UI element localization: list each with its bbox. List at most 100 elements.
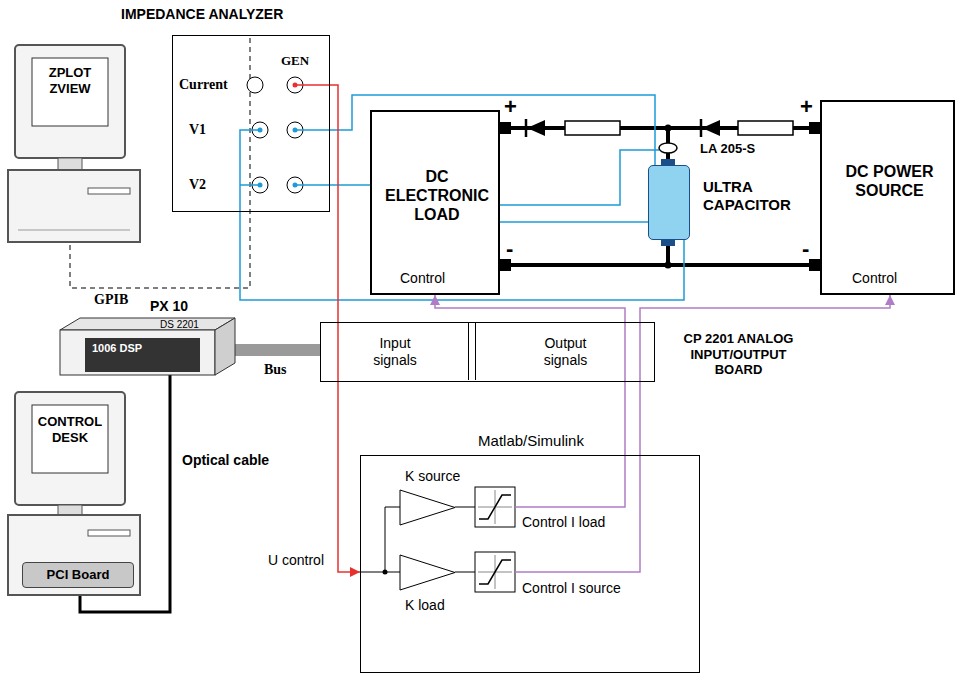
signal-name: Control I load: [522, 514, 605, 531]
model-title: Matlab/Simulink: [361, 432, 701, 450]
connector: [330, 95, 655, 165]
junction-dot: [665, 262, 672, 269]
saturation-curve: [479, 560, 511, 584]
px10-unit: PX 10DS 22011006 DSP: [60, 318, 235, 375]
saturation-block: [475, 487, 515, 527]
socket-pin: [293, 128, 298, 133]
computer: ZPLOT ZVIEW: [8, 45, 140, 245]
sense-wire: [297, 184, 330, 186]
sense-wire: [240, 184, 258, 186]
device-name: ULTRA CAPACITOR: [703, 178, 813, 214]
device-title: PX 10: [150, 298, 188, 315]
connector: [240, 212, 684, 300]
device-name: DC ELECTRONIC LOAD: [377, 167, 497, 225]
monitor-neck: [58, 505, 82, 515]
polarity-sign: -: [802, 236, 809, 262]
saturation-curve: [479, 495, 511, 519]
current-sensor: [659, 143, 677, 153]
control-wire: [515, 455, 640, 572]
input-section: Input signals: [321, 323, 469, 380]
socket-pin: [293, 183, 298, 188]
socket-pin: [258, 183, 263, 188]
gain-block: [400, 555, 455, 590]
control-port: Control: [852, 270, 897, 287]
impedance-analyzer: IMPEDANCE ANALYZERCurrentGENV1V2: [172, 35, 330, 212]
computer-base: [8, 515, 140, 595]
sense-wire: [240, 130, 258, 212]
terminal: [809, 259, 820, 271]
connector: [330, 184, 370, 186]
monitor-neck: [58, 158, 82, 170]
pci-board: PCI Board: [22, 562, 134, 588]
dsp-board: [85, 338, 200, 372]
px10-top: [60, 318, 235, 330]
signal-line: [455, 507, 475, 508]
diode-symbol: [702, 120, 720, 136]
device-title: IMPEDANCE ANALYZER: [121, 6, 283, 23]
gain-name: K source: [405, 468, 460, 485]
sensor-name: LA 205-S: [700, 141, 755, 157]
polarity-sign: +: [800, 94, 813, 120]
connector: [330, 85, 360, 572]
connector: [500, 263, 820, 267]
signal-name: U control: [268, 552, 324, 569]
saturation-block: [475, 552, 515, 592]
screen: [32, 58, 108, 126]
polarity-sign: -: [506, 236, 513, 262]
diode-symbol: [527, 120, 545, 136]
resistor-symbol: [565, 121, 620, 135]
electronic-load: DC ELECTRONIC LOAD Control: [370, 110, 500, 295]
connector: [640, 295, 890, 455]
socket: [247, 77, 263, 93]
sense-wire: [500, 150, 659, 205]
connector-label: Optical cable: [180, 452, 271, 469]
power-source: DC POWER SOURCEControl: [820, 100, 955, 295]
drive-slot: [88, 188, 130, 194]
screen: [32, 405, 108, 473]
terminal: [809, 122, 820, 134]
screen-text: CONTROL DESK: [32, 414, 108, 445]
section-label: Input signals: [360, 335, 430, 369]
port-label: GEN: [281, 53, 309, 69]
resistor-symbol: [738, 121, 793, 135]
gain-name: K load: [405, 597, 445, 614]
socket-pin: [258, 128, 263, 133]
connector-label: GPIB: [92, 292, 130, 309]
screen-text: ZPLOT ZVIEW: [32, 65, 108, 96]
px10-side: [215, 318, 235, 375]
port-label: V2: [189, 177, 206, 194]
px10-front: [60, 330, 215, 375]
connector: [235, 344, 320, 356]
polarity-sign: +: [504, 94, 517, 120]
diode-symbol: [525, 119, 528, 137]
simulink-model: Matlab/Simulink: [360, 455, 700, 673]
computer: CONTROL DESK PCI Board: [8, 392, 140, 598]
io-board: CP 2201 ANALOG INPUT/OUTPUT BOARDInput s…: [320, 322, 655, 382]
terminal: [500, 122, 511, 134]
board-name: 1006 DSP: [92, 342, 142, 355]
monitor: [15, 392, 125, 505]
section-label: Output signals: [528, 335, 603, 369]
sense-wire: [500, 221, 648, 223]
signal-wire: [297, 84, 330, 86]
board-title: CP 2201 ANALOG INPUT/OUTPUT BOARD: [676, 331, 801, 378]
control-port: Control: [400, 270, 445, 287]
junction-dot: [665, 125, 672, 132]
diode-symbol: [700, 119, 703, 137]
base-line: [18, 230, 130, 231]
computer-base: [8, 170, 140, 242]
signal-line: [360, 572, 400, 573]
output-section: Output signals: [475, 323, 653, 380]
connector: [435, 295, 625, 455]
signal-line: [385, 507, 400, 572]
signal-name: Control I source: [522, 580, 621, 597]
gain-block: [400, 490, 455, 525]
socket-pin: [293, 83, 298, 88]
junction-dot: [383, 570, 388, 575]
port-label: V1: [189, 122, 206, 139]
sense-wire: [297, 129, 330, 131]
connector-label: Bus: [262, 362, 289, 379]
capacitor-terminal: [661, 240, 675, 246]
